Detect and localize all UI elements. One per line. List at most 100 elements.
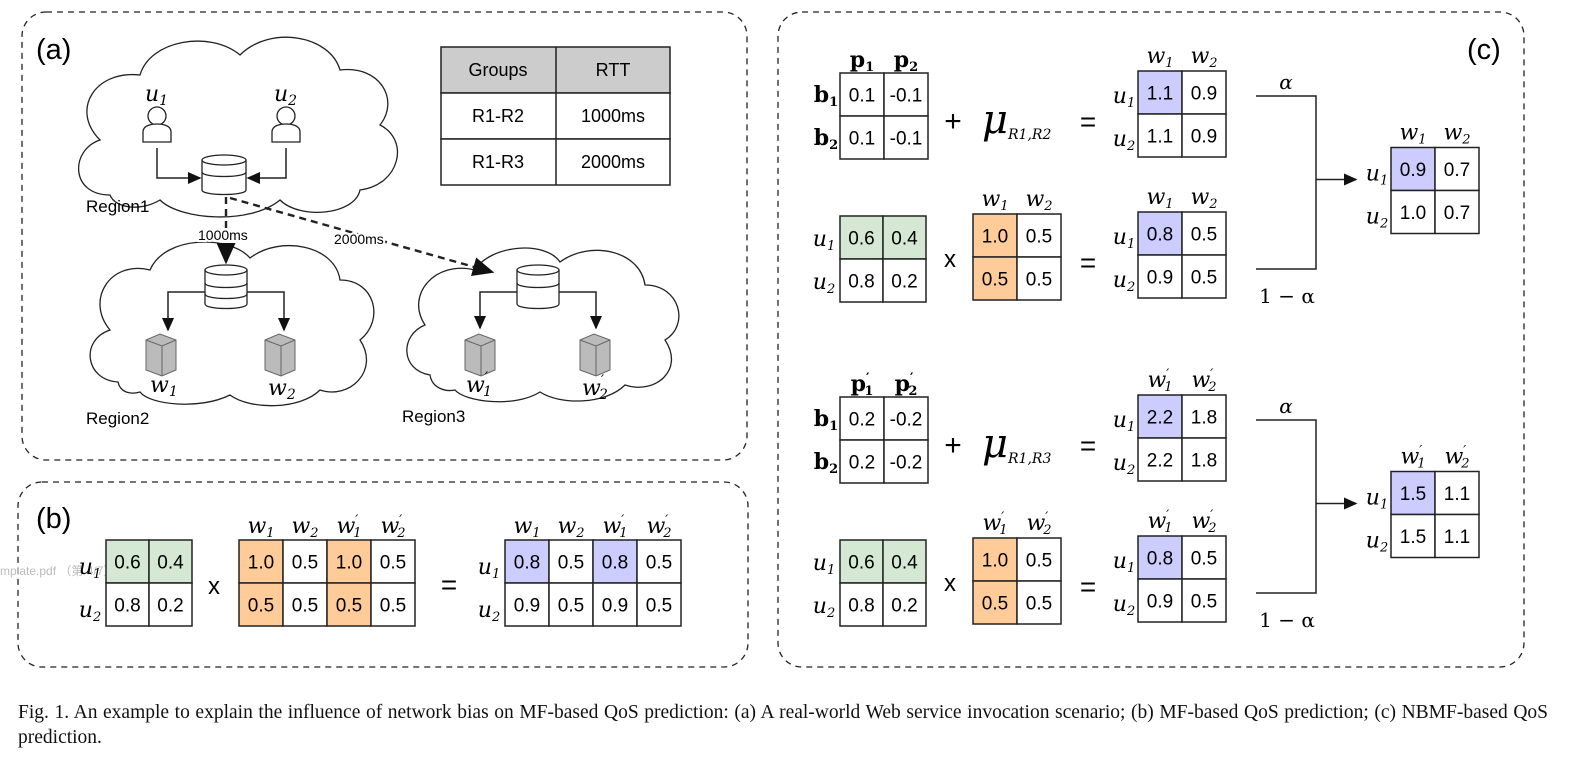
matrix-value: 1.0 bbox=[1400, 203, 1426, 224]
matrix-cell bbox=[1434, 470, 1480, 516]
matrix-cell bbox=[148, 582, 193, 627]
matrix-value: -0.2 bbox=[890, 453, 923, 474]
matrix-cell bbox=[883, 439, 929, 484]
matrix-value: 0.8 bbox=[848, 596, 874, 617]
matrix-value: 2.2 bbox=[1147, 451, 1173, 472]
rtt-table: Groups RTT R1-R2 1000ms R1-R3 2000ms bbox=[440, 46, 671, 186]
row-label-u1: u1 bbox=[1113, 549, 1135, 576]
row-label-u2: u2 bbox=[1113, 451, 1135, 478]
matrix-cell bbox=[972, 537, 1018, 582]
global-mean-mu: μR1,R2 bbox=[982, 97, 1051, 143]
matrix-value: 0.5 bbox=[292, 596, 318, 617]
matrix-value: 0.1 bbox=[849, 86, 875, 107]
matrix-cell bbox=[636, 582, 682, 627]
matrix-cell bbox=[839, 215, 884, 260]
matrix-value: 1.1 bbox=[1147, 127, 1173, 148]
col-label: w2 bbox=[557, 514, 584, 541]
bias-col-label: p1 bbox=[850, 47, 874, 75]
matrix-value: 0.2 bbox=[891, 596, 917, 617]
matrix-value: 0.4 bbox=[157, 553, 184, 574]
matrix-value: 0.9 bbox=[1191, 127, 1217, 148]
panel-b-label: (b) bbox=[36, 503, 71, 535]
col-label: w2 bbox=[1190, 185, 1217, 212]
matrix-value: 0.2 bbox=[891, 272, 917, 293]
panel-a-label: (a) bbox=[36, 34, 71, 66]
matrix-cell bbox=[1016, 537, 1062, 582]
matrix-value: 0.8 bbox=[848, 272, 874, 293]
server-icon bbox=[145, 333, 177, 377]
matrix-value: -0.1 bbox=[890, 129, 923, 150]
row-label-u2: u2 bbox=[813, 270, 835, 297]
matrix-cell bbox=[1434, 513, 1480, 559]
matrix-value: 0.5 bbox=[646, 553, 672, 574]
matrix-value: 1.1 bbox=[1444, 527, 1470, 548]
rtt-cell: R1-R2 bbox=[472, 106, 524, 126]
multiply-operator: x bbox=[944, 246, 956, 273]
database-icon bbox=[201, 154, 247, 196]
row-label-u1: u1 bbox=[478, 555, 500, 582]
matrix-value: 0.7 bbox=[1444, 203, 1470, 224]
col-label: w′2 bbox=[380, 513, 405, 541]
matrix-cell bbox=[370, 582, 416, 627]
col-label: w′1 bbox=[336, 513, 361, 541]
database-icon bbox=[516, 264, 560, 310]
rtt-header-rtt: RTT bbox=[596, 60, 631, 80]
alpha-weight: α bbox=[1279, 394, 1293, 418]
user-u2-icon bbox=[271, 106, 301, 143]
matrix-cell bbox=[238, 582, 284, 627]
multiply-operator: x bbox=[208, 573, 220, 600]
col-label: w′1 bbox=[602, 513, 627, 541]
rtt-cell: R1-R3 bbox=[472, 152, 524, 172]
matrix-value: 0.8 bbox=[514, 553, 540, 574]
row-label-u1: u1 bbox=[813, 227, 835, 254]
matrix-cell bbox=[972, 256, 1018, 301]
matrix-cell bbox=[1181, 394, 1227, 439]
bias-col-label: p′1 bbox=[851, 371, 874, 399]
matrix-value: 0.5 bbox=[1026, 270, 1052, 291]
panel-a-frame bbox=[21, 11, 748, 461]
alpha-weight: α bbox=[1279, 70, 1293, 94]
row-label-u1: u1 bbox=[1366, 162, 1388, 189]
figure-caption: Fig. 1. An example to explain the influe… bbox=[18, 702, 1548, 748]
matrix-cell bbox=[1181, 113, 1227, 158]
matrix-cell bbox=[1390, 470, 1436, 516]
matrix-value: 0.5 bbox=[292, 553, 318, 574]
row-label-u1: u1 bbox=[1366, 486, 1388, 513]
region1-label: Region1 bbox=[86, 197, 149, 216]
matrix-cell bbox=[370, 539, 416, 584]
matrix-value: 0.5 bbox=[380, 596, 406, 617]
plus-operator: + bbox=[944, 105, 962, 138]
server-icon bbox=[579, 333, 611, 377]
row-label-u1: u1 bbox=[1113, 84, 1135, 111]
matrix-value: 0.9 bbox=[1147, 592, 1173, 613]
one-minus-alpha-weight: 1 − α bbox=[1259, 608, 1315, 632]
row-label-u1: u1 bbox=[79, 555, 101, 582]
pdf-watermark: mplate.pdf （第 4/7） bbox=[0, 564, 115, 578]
equals-operator: = bbox=[441, 569, 457, 600]
col-label: w2 bbox=[1443, 121, 1470, 148]
matrix-value: 0.6 bbox=[848, 229, 874, 250]
col-label: w′1 bbox=[1400, 444, 1425, 472]
row-label-u2: u2 bbox=[1366, 529, 1388, 556]
matrix-cell bbox=[1390, 189, 1436, 235]
matrix-value: 0.8 bbox=[1147, 549, 1173, 570]
bias-matrix-r1r2: 0.1-0.10.1-0.1 bbox=[839, 72, 929, 160]
matrix-value: 0.6 bbox=[114, 553, 140, 574]
matrix-value: 0.5 bbox=[1191, 268, 1217, 289]
row-label-u2: u2 bbox=[79, 598, 101, 625]
matrix-cell bbox=[839, 72, 885, 117]
rtt-header-groups: Groups bbox=[468, 60, 527, 80]
matrix-value: 0.5 bbox=[1026, 594, 1052, 615]
matrix-cell bbox=[839, 258, 884, 303]
